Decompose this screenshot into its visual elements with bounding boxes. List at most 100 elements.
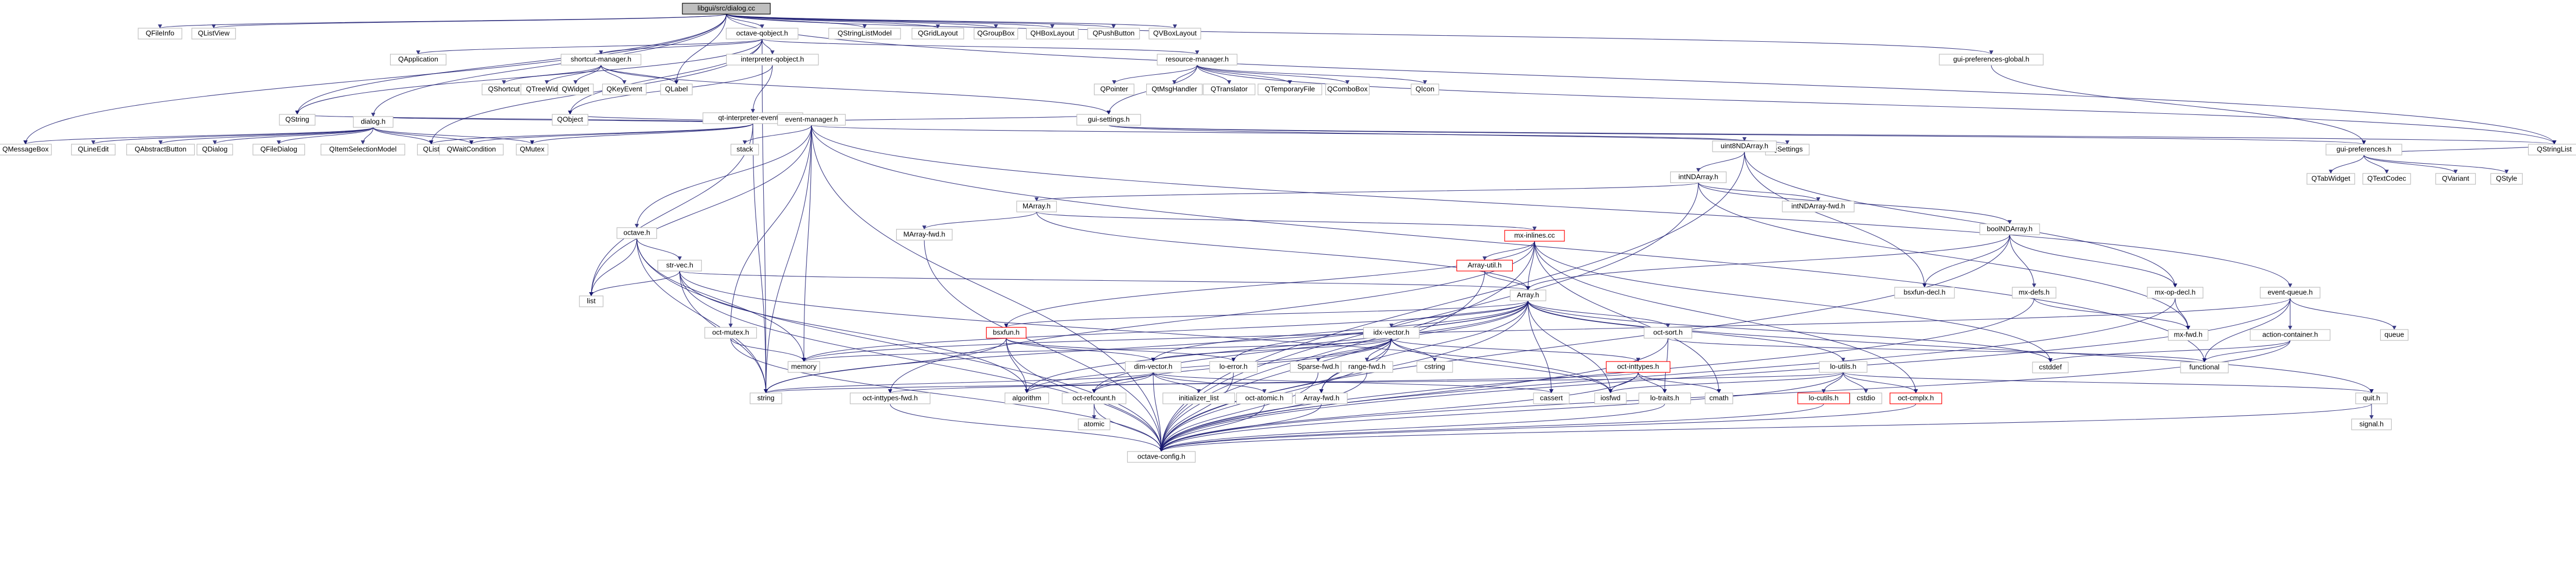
node-oct-cmplx[interactable]: oct-cmplx.h: [1889, 392, 1942, 404]
edge-action-container-to-cstddef: [2048, 340, 2291, 363]
node-resource-manager[interactable]: resource-manager.h: [1156, 54, 1238, 66]
node-memory[interactable]: memory: [788, 361, 820, 373]
node-queue[interactable]: queue: [2380, 329, 2409, 341]
node-cmath[interactable]: cmath: [1704, 392, 1734, 404]
node-qtab-widget[interactable]: QTabWidget: [2306, 173, 2355, 185]
node-uint8-ndarray[interactable]: uint8NDArray.h: [1712, 140, 1777, 152]
node-event-manager[interactable]: event-manager.h: [777, 114, 846, 126]
node-qgrid-layout[interactable]: QGridLayout: [911, 28, 964, 40]
node-qmutex[interactable]: QMutex: [516, 144, 548, 156]
node-qwidget[interactable]: QWidget: [557, 83, 594, 95]
node-qlist[interactable]: QList: [417, 144, 446, 156]
node-bool-ndarray[interactable]: boolNDArray.h: [1979, 223, 2040, 235]
node-quit[interactable]: quit.h: [2355, 392, 2388, 404]
node-oct-inttypes[interactable]: oct-inttypes.h: [1606, 361, 1671, 373]
node-cstring[interactable]: cstring: [1416, 361, 1453, 373]
node-bsxfun[interactable]: bsxfun.h: [986, 327, 1027, 339]
node-qt-msg-handler[interactable]: QtMsgHandler: [1146, 83, 1203, 95]
node-mx-fwd[interactable]: mx-fwd.h: [2168, 329, 2209, 341]
node-shortcut-manager[interactable]: shortcut-manager.h: [560, 54, 642, 66]
node-action-container[interactable]: action-container.h: [2249, 329, 2331, 341]
node-qtext-codec[interactable]: QTextCodec: [2362, 173, 2411, 185]
node-qstring-list[interactable]: QStringList: [2528, 144, 2576, 156]
node-functional[interactable]: functional: [2180, 362, 2229, 373]
node-atomic[interactable]: atomic: [1078, 418, 1110, 430]
node-range-fwd[interactable]: range-fwd.h: [1340, 361, 1394, 373]
node-qitem-selection-model[interactable]: QItemSelectionModel: [321, 144, 405, 156]
node-lo-utils[interactable]: lo-utils.h: [1819, 361, 1868, 373]
node-cassert[interactable]: cassert: [1533, 392, 1570, 404]
node-lo-error[interactable]: lo-error.h: [1209, 361, 1258, 373]
node-marray[interactable]: MArray.h: [1016, 201, 1057, 212]
node-gui-preferences[interactable]: gui-preferences.h: [2325, 144, 2402, 156]
node-oct-atomic[interactable]: oct-atomic.h: [1236, 392, 1293, 404]
node-qtranslator[interactable]: QTranslator: [1203, 83, 1256, 95]
node-list[interactable]: list: [579, 295, 604, 307]
node-oct-refcount[interactable]: oct-refcount.h: [1062, 392, 1127, 404]
node-qstring[interactable]: QString: [279, 114, 316, 126]
node-qvbox-layout[interactable]: QVBoxLayout: [1148, 28, 1201, 40]
node-marray-fwd[interactable]: MArray-fwd.h: [896, 229, 953, 241]
node-sparse-fwd[interactable]: Sparse-fwd.h: [1290, 361, 1347, 373]
node-qpush-button[interactable]: QPushButton: [1087, 28, 1140, 40]
node-qline-edit[interactable]: QLineEdit: [71, 144, 116, 156]
node-octave-config[interactable]: octave-config.h: [1127, 451, 1196, 463]
node-qapplication[interactable]: QApplication: [389, 54, 446, 66]
node-qwait-condition[interactable]: QWaitCondition: [439, 144, 504, 156]
node-iosfwd[interactable]: iosfwd: [1594, 392, 1627, 404]
node-str-vec[interactable]: str-vec.h: [657, 260, 702, 272]
node-qcombo-box[interactable]: QComboBox: [1325, 83, 1370, 95]
node-signal-h[interactable]: signal.h: [2351, 418, 2392, 430]
node-qgroup-box[interactable]: QGroupBox: [974, 28, 1018, 40]
node-dim-vector[interactable]: dim-vector.h: [1125, 361, 1182, 373]
node-interpreter-qobject[interactable]: interpreter-qobject.h: [726, 54, 819, 66]
node-label: intNDArray.h: [1678, 172, 1718, 180]
node-qstyle[interactable]: QStyle: [2490, 173, 2523, 185]
node-qlabel[interactable]: QLabel: [660, 83, 693, 95]
node-array-util[interactable]: Array-util.h: [1456, 260, 1513, 272]
node-mx-defs[interactable]: mx-defs.h: [2012, 287, 2056, 299]
node-stack[interactable]: stack: [730, 144, 759, 156]
node-int-ndarray[interactable]: intNDArray.h: [1670, 171, 1727, 183]
node-octave-qobject[interactable]: octave-qobject.h: [726, 28, 798, 40]
node-algorithm[interactable]: algorithm: [1005, 392, 1049, 404]
node-dialog-h[interactable]: dialog.h: [353, 116, 394, 128]
node-int-ndarray-fwd[interactable]: intNDArray-fwd.h: [1782, 201, 1855, 212]
node-oct-mutex[interactable]: oct-mutex.h: [704, 327, 757, 339]
node-qicon[interactable]: QIcon: [1410, 83, 1440, 95]
node-qvariant[interactable]: QVariant: [2435, 173, 2476, 185]
node-idx-vector[interactable]: idx-vector.h: [1363, 327, 1420, 339]
node-lo-cutils[interactable]: lo-cutils.h: [1797, 392, 1850, 404]
edge-dialog-h-to-qabstract-button: [158, 127, 374, 145]
node-oct-inttypes-fwd[interactable]: oct-inttypes-fwd.h: [849, 392, 931, 404]
node-qobject[interactable]: QObject: [552, 114, 589, 126]
node-lo-traits[interactable]: lo-traits.h: [1638, 392, 1691, 404]
node-qtemporary-file[interactable]: QTemporaryFile: [1257, 83, 1322, 95]
node-initializer-list[interactable]: initializer_list: [1162, 392, 1235, 404]
node-qdialog[interactable]: QDialog: [196, 144, 233, 156]
node-string[interactable]: string: [750, 392, 782, 404]
root-node[interactable]: libgui/src/dialog.cc: [682, 3, 771, 15]
node-event-queue[interactable]: event-queue.h: [2260, 287, 2321, 299]
node-qmessage-box[interactable]: QMessageBox: [0, 144, 52, 156]
node-qkey-event[interactable]: QKeyEvent: [602, 83, 647, 95]
node-gui-settings[interactable]: gui-settings.h: [1076, 114, 1141, 126]
node-qstring-list-model[interactable]: QStringListModel: [828, 28, 901, 40]
node-oct-sort[interactable]: oct-sort.h: [1644, 327, 1692, 339]
node-gui-preferences-global[interactable]: gui-preferences-global.h: [1939, 54, 2044, 66]
node-array-fwd[interactable]: Array-fwd.h: [1295, 392, 1348, 404]
node-qpointer[interactable]: QPointer: [1094, 83, 1135, 95]
node-qhbox-layout[interactable]: QHBoxLayout: [1026, 28, 1079, 40]
node-cstdio[interactable]: cstdio: [1850, 392, 1882, 404]
node-array-h[interactable]: Array.h: [1510, 289, 1546, 301]
node-mx-op-decl[interactable]: mx-op-decl.h: [2147, 287, 2204, 299]
node-qlist-view[interactable]: QListView: [191, 28, 236, 40]
node-octave-h[interactable]: octave.h: [616, 227, 657, 239]
node-qfile-info[interactable]: QFileInfo: [138, 28, 182, 40]
node-qabstract-button[interactable]: QAbstractButton: [126, 144, 195, 156]
node-mx-inlines[interactable]: mx-inlines.cc: [1504, 230, 1565, 242]
node-qfile-dialog[interactable]: QFileDialog: [252, 144, 305, 156]
node-cstddef[interactable]: cstddef: [2032, 362, 2069, 373]
node-qshortcut[interactable]: QShortcut: [482, 83, 526, 95]
node-bsxfun-decl[interactable]: bsxfun-decl.h: [1894, 287, 1955, 299]
